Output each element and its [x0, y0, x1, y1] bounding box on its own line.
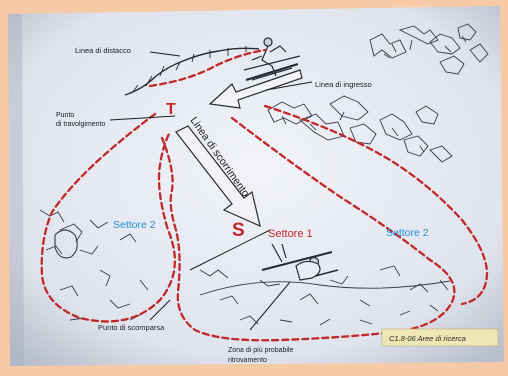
label-punto-scomparsa: Punto di scomparsa: [98, 323, 165, 332]
caption-text: C1.8-06 Aree di ricerca: [389, 334, 466, 343]
label-punto-travolgimento-2: di travolgimento: [56, 121, 106, 128]
label-settore-1: Settore 1: [268, 228, 313, 240]
label-linea-distacco: Linea di distacco: [75, 46, 131, 55]
label-zona-2: ritrovamento: [228, 357, 267, 364]
label-settore-2-left: Settore 2: [113, 219, 156, 231]
label-punto-travolgimento-1: Punto: [56, 112, 74, 119]
marker-s: S: [232, 220, 245, 241]
label-linea-ingresso: Linea di ingresso: [315, 80, 372, 89]
label-settore-2-right: Settore 2: [386, 227, 429, 239]
marker-t: T: [166, 101, 176, 118]
paper-sheet: [8, 6, 504, 366]
label-zona-1: Zona di più probabile: [228, 347, 293, 354]
paper-shadow-left: [8, 14, 24, 366]
